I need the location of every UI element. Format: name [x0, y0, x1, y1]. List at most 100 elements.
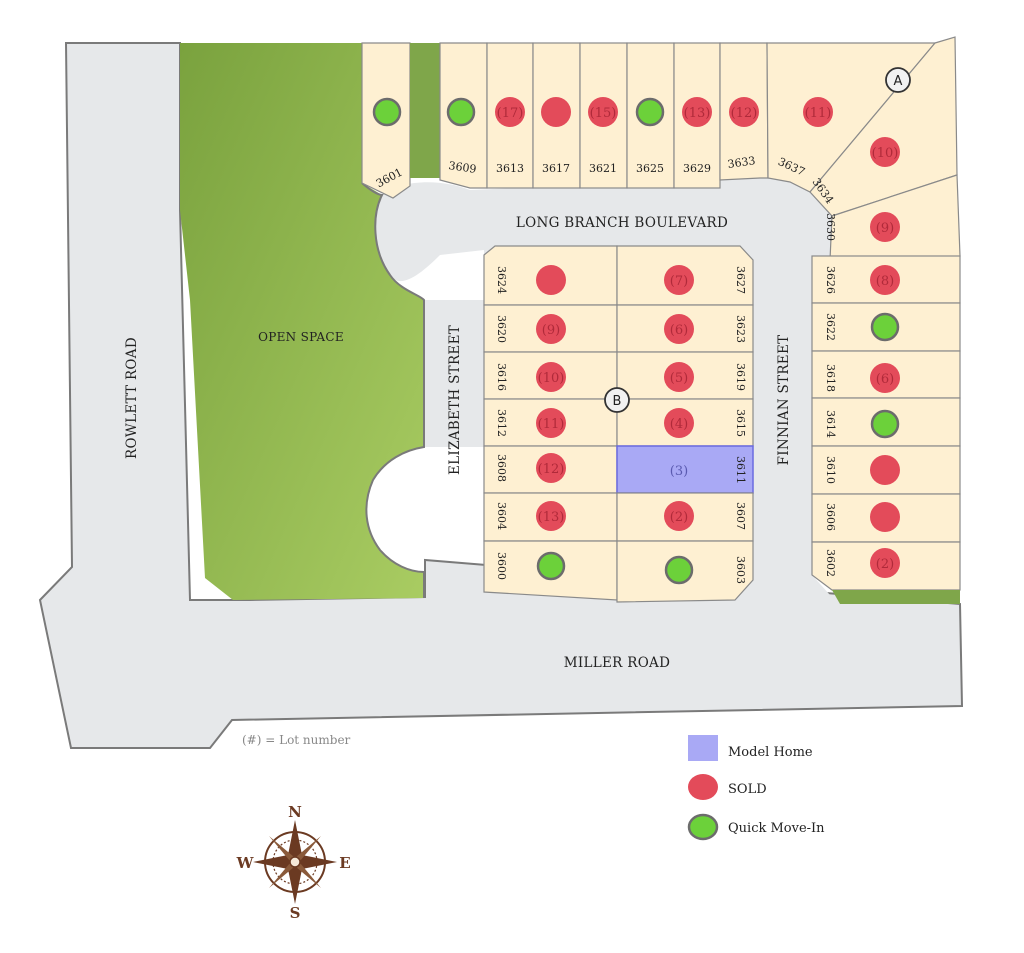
- lot-address: 3602: [824, 549, 837, 577]
- lot-number: (12): [538, 462, 565, 477]
- sold-dot: [870, 548, 900, 578]
- sold-dot: [536, 265, 566, 295]
- sold-dot: [541, 97, 571, 127]
- sold-swatch: [688, 774, 718, 800]
- lot-address: 3623: [734, 315, 747, 343]
- compass-s: S: [290, 904, 301, 922]
- lot-number: (4): [670, 417, 688, 432]
- lot-number: (6): [876, 372, 894, 387]
- quick-move-in-dot: [635, 97, 665, 127]
- marker-b: B: [604, 387, 630, 413]
- lot-address: 3620: [495, 315, 508, 343]
- quick-move-in-dot: [372, 97, 402, 127]
- lot-address: 3606: [824, 503, 837, 531]
- model-home-swatch: [688, 735, 718, 761]
- marker-a: A: [885, 67, 911, 93]
- lot-address: 3607: [734, 502, 747, 530]
- lot-number: (10): [538, 371, 565, 386]
- north-lots: [361, 36, 958, 217]
- quick-move-in-swatch: [687, 813, 719, 841]
- lot-address: 3622: [824, 313, 837, 341]
- sold-dot: [870, 265, 900, 295]
- lot-number-note: (#) = Lot number: [242, 733, 351, 747]
- lot-address: 3624: [495, 266, 508, 294]
- lot-number: (9): [542, 323, 560, 338]
- lot-address: 3615: [734, 409, 747, 437]
- sold-dot: [536, 501, 566, 531]
- sold-dot: [870, 455, 900, 485]
- lot-address: 3619: [734, 363, 747, 391]
- compass-e: E: [339, 854, 350, 872]
- lot-address: 3613: [496, 162, 524, 175]
- elizabeth-street-label: ELIZABETH STREET: [447, 325, 463, 475]
- rowlett-road-label: ROWLETT ROAD: [124, 337, 140, 459]
- sold-dot: [664, 501, 694, 531]
- lot-address: 3603: [734, 556, 747, 584]
- lot-3611-model-home[interactable]: [616, 445, 754, 494]
- sold-dot: [536, 408, 566, 438]
- marker-b-label: B: [613, 394, 622, 409]
- lot-number: (17): [497, 106, 524, 121]
- lot-number: (3): [670, 464, 688, 479]
- lot-number: (10): [872, 146, 899, 161]
- finnian-street-label: FINNIAN STREET: [776, 335, 792, 466]
- lot-number: (8): [876, 274, 894, 289]
- lot-number: (13): [684, 106, 711, 121]
- lot-address: 3626: [824, 266, 837, 294]
- lot-address: 3633: [727, 154, 757, 171]
- sold-dot: [664, 362, 694, 392]
- lot-number: (9): [876, 221, 894, 236]
- sold-dot: [682, 97, 712, 127]
- sold-dot: [870, 363, 900, 393]
- lot-number: (2): [876, 557, 894, 572]
- lot-address: 3614: [824, 410, 837, 438]
- lot-address: 3629: [683, 162, 711, 175]
- sold-dot: [664, 408, 694, 438]
- elizabeth-street-road: [424, 300, 484, 447]
- lot-address: 3600: [495, 552, 508, 580]
- sold-dot: [536, 314, 566, 344]
- lot-3629[interactable]: [673, 42, 721, 189]
- lot-number: (5): [670, 371, 688, 386]
- lot-address: 3618: [824, 364, 837, 392]
- lot-number: (6): [670, 323, 688, 338]
- lot-number: (7): [670, 274, 688, 289]
- green-strip: [410, 43, 440, 178]
- legend-quick-move-in: Quick Move-In: [728, 821, 825, 836]
- lot-address: 3630: [824, 213, 837, 241]
- central-block: [483, 245, 754, 603]
- lot-address: 3621: [589, 162, 617, 175]
- compass-w: W: [236, 854, 255, 872]
- lot-address: 3608: [495, 454, 508, 482]
- sold-dot: [536, 362, 566, 392]
- legend-sold: SOLD: [728, 782, 767, 797]
- lot-address: 3611: [734, 456, 747, 484]
- lot-number: (11): [538, 417, 565, 432]
- miller-road-label: MILLER ROAD: [564, 655, 671, 671]
- long-branch-boulevard-label: LONG BRANCH BOULEVARD: [516, 215, 728, 231]
- lot-number: (11): [805, 106, 832, 121]
- marker-a-label: A: [894, 74, 903, 89]
- center-west-lot-marks: 3624(9)3620(10)3616(11)3612(12)3608(13)3…: [495, 265, 566, 581]
- lot-address: 3610: [824, 456, 837, 484]
- sold-dot: [870, 137, 900, 167]
- legend: Model Home SOLD Quick Move-In: [687, 735, 825, 841]
- lot-address: 3625: [636, 162, 664, 175]
- sold-dot: [588, 97, 618, 127]
- quick-move-in-dot: [870, 409, 900, 439]
- lot-number: (15): [590, 106, 617, 121]
- open-space-label: OPEN SPACE: [258, 330, 344, 344]
- sold-dot: [729, 97, 759, 127]
- lot-address: 3616: [495, 363, 508, 391]
- sold-dot: [664, 314, 694, 344]
- east-lot-marks: (9) 3630 (8) 3626 3622 (6) 3618 3614 3610 3606 (2)…: [824, 212, 900, 578]
- compass-n: N: [288, 803, 302, 821]
- sold-dot: [664, 265, 694, 295]
- legend-model-home: Model Home: [728, 745, 813, 760]
- green-strip-east: [832, 590, 960, 604]
- sold-dot: [495, 97, 525, 127]
- lot-address: 3627: [734, 266, 747, 294]
- sold-dot: [803, 97, 833, 127]
